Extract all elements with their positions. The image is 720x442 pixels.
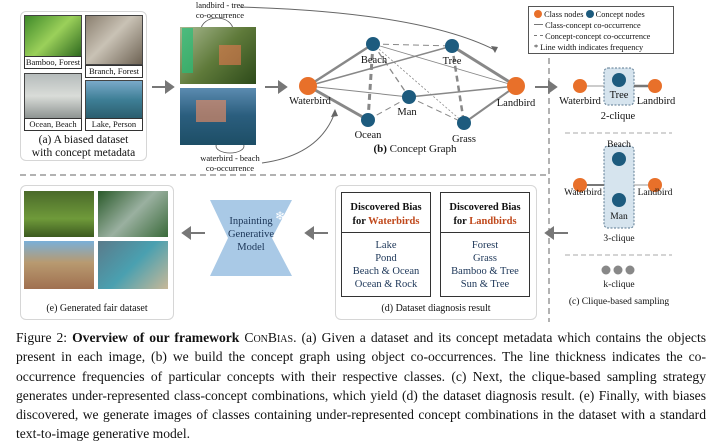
two-clique-label: 2-clique [600, 111, 636, 122]
concept-tag: Lake, Person [85, 118, 143, 131]
edge-beach-grass [372, 43, 465, 124]
edge-landbird-man [408, 85, 517, 98]
node-label: Tree [609, 90, 629, 101]
node-label: Landbird [636, 96, 676, 107]
panel-b-caption: (b) Concept Graph [373, 143, 457, 155]
panel-generated-dataset: (e) Generated fair dataset [20, 185, 174, 320]
edge-beach-ocean [366, 43, 375, 121]
class-node-waterbird [299, 77, 317, 95]
concept-node-ocean [361, 113, 375, 127]
edge-tree-grass [450, 45, 466, 124]
concept-node-tree [445, 39, 459, 53]
concept-node-grass [457, 116, 471, 130]
pointer-tree [239, 6, 496, 51]
node-label: Landbird [496, 98, 536, 109]
edge-beach-tree [372, 43, 453, 47]
node-label: Waterbird [564, 188, 602, 198]
node-label: Man [397, 107, 417, 118]
dataset-image [24, 15, 82, 57]
dataset-image [85, 15, 143, 65]
class-node-landbird [507, 77, 525, 95]
dataset-image [85, 80, 143, 119]
panel-e-caption: (e) Generated fair dataset [46, 303, 148, 314]
cooccurrence-image-waterbird [180, 88, 256, 145]
concept-node-beach [366, 37, 380, 51]
panel-d-caption: (d) Dataset diagnosis result [381, 303, 491, 314]
node-label: Ocean [354, 130, 382, 141]
edge-waterbird-beach [307, 42, 374, 88]
edge-waterbird-tree [307, 45, 453, 87]
node-label: Landbird [637, 188, 673, 198]
bird-bbox [219, 45, 241, 65]
k-clique-label: k-clique [603, 280, 635, 290]
generated-image [24, 241, 94, 289]
flow-arrows [152, 80, 568, 240]
edge-ocean-man [367, 96, 410, 121]
concept-tag: Bamboo, Forest [24, 56, 82, 69]
edge-waterbird-ocean [307, 84, 369, 122]
node-label: Waterbird [559, 96, 601, 107]
generative-model-shape: ❄ [210, 200, 292, 276]
figure-caption: Figure 2: Overview of our framework ConB… [16, 330, 707, 442]
separators [20, 6, 672, 322]
bird-bbox [196, 100, 226, 122]
node-label: Beach [607, 140, 631, 150]
concept-tag: Ocean, Beach [24, 118, 82, 131]
concept-node-swatch [585, 10, 594, 18]
generated-image [98, 191, 168, 237]
node-label: Tree [442, 56, 462, 67]
generated-image [24, 191, 94, 237]
legend: Class nodes Concept nodes Class-concept … [528, 6, 674, 54]
edge-man-grass [408, 96, 465, 124]
node-label: Beach [360, 55, 388, 66]
node-label: Man [610, 212, 628, 222]
tree-bbox [182, 28, 193, 73]
concept-tag: Branch, Forest [85, 65, 143, 78]
snowflake-icon: ❄ [275, 209, 285, 223]
concept-node-man [402, 90, 416, 104]
edge-landbird-beach [372, 43, 517, 87]
panel-c-caption: (c) Clique-based sampling [568, 297, 670, 307]
edge-waterbird-man [307, 85, 410, 98]
ellipsis-dot [601, 265, 611, 275]
panel-biased-dataset: Bamboo, Forest Branch, Forest Ocean, Bea… [20, 11, 147, 161]
edge-landbird-tree [451, 44, 517, 88]
three-clique-label: 3-clique [603, 234, 635, 244]
node-label: Grass [452, 134, 476, 145]
node-label: Waterbird [289, 96, 331, 107]
class-node-swatch [534, 10, 542, 18]
generated-image [98, 241, 168, 289]
pointer-beach [261, 111, 336, 164]
clique-diagrams [573, 67, 662, 275]
dataset-image [24, 73, 82, 119]
edge-beach-man [372, 43, 410, 98]
edge-landbird-grass [463, 85, 517, 124]
cooccurrence-image-landbird [180, 27, 256, 84]
three-clique-box [603, 145, 635, 229]
concept-graph [299, 37, 525, 130]
